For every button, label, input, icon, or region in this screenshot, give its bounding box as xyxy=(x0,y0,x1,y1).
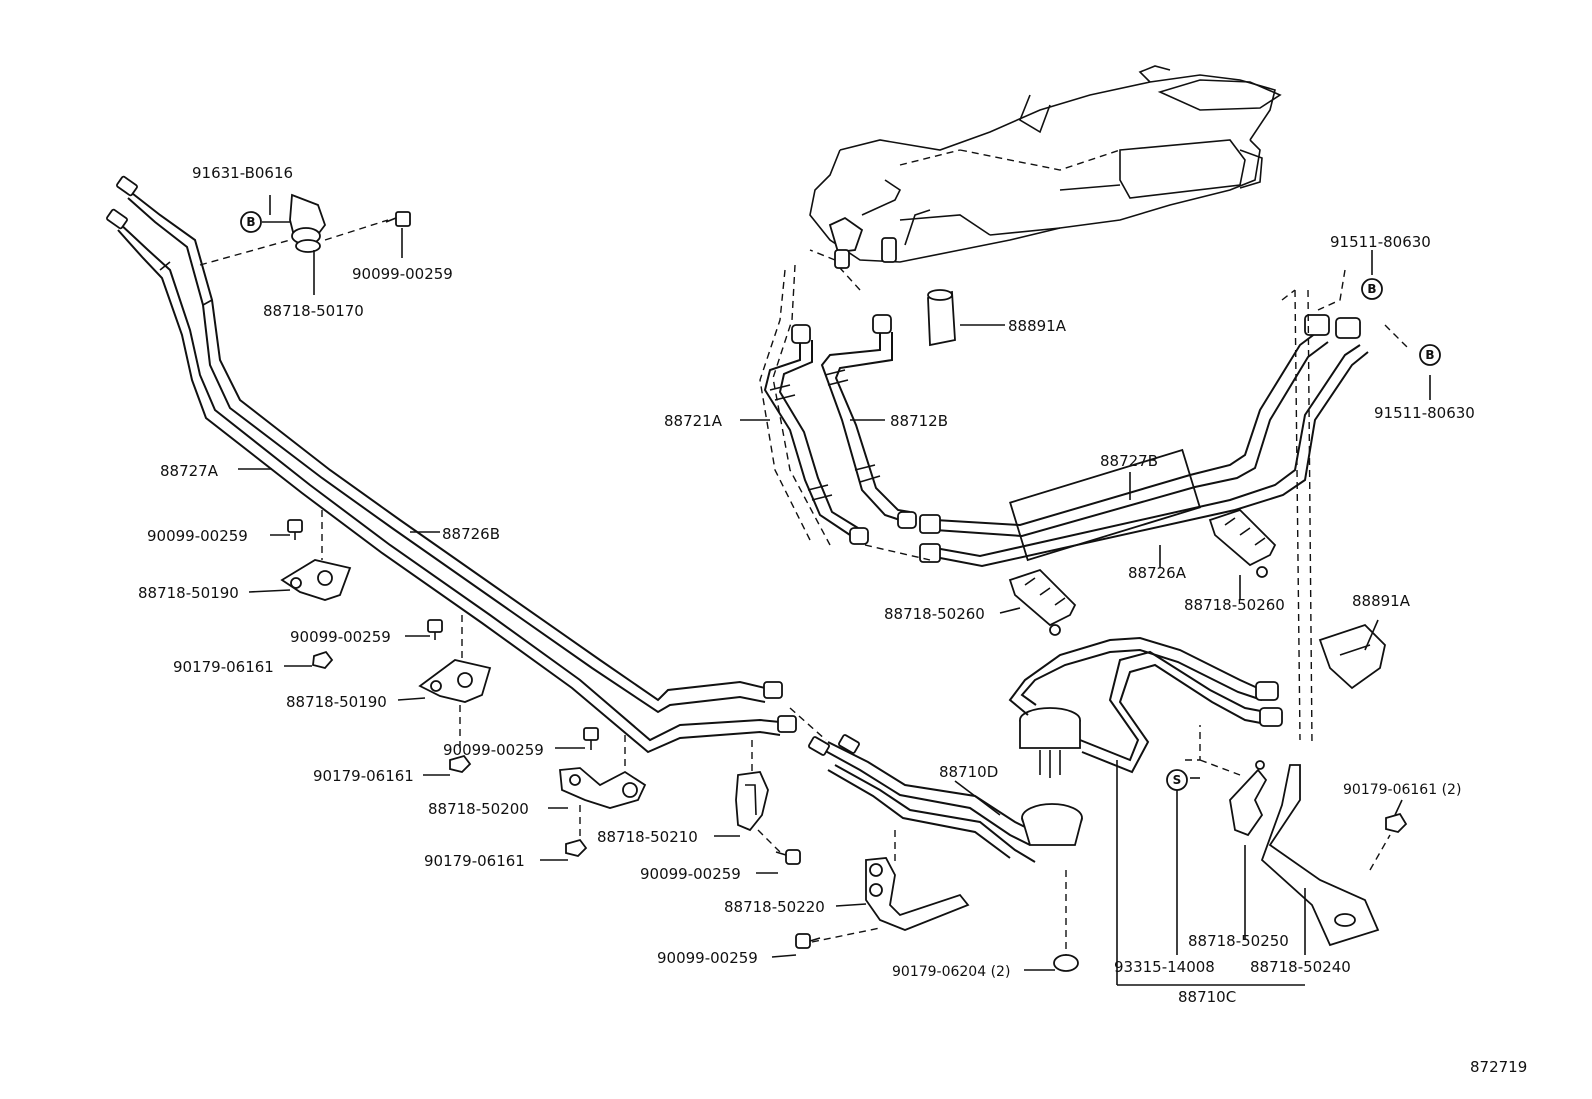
label-90179-06161-c: 90179-06161 xyxy=(424,852,525,870)
badge-b-right-bottom: B xyxy=(1419,344,1441,366)
label-88718-50260-b: 88718-50260 xyxy=(1184,596,1285,614)
pipe-88727B-88726A xyxy=(919,314,1369,568)
clamp-88718-50260-b xyxy=(1208,508,1277,578)
label-88721A: 88721A xyxy=(664,412,723,430)
leader-lines xyxy=(238,195,1431,986)
label-88718-50190-b: 88718-50190 xyxy=(286,693,387,711)
label-88710D: 88710D xyxy=(939,763,998,781)
label-90179-06161-d: 90179-06161 (2) xyxy=(1343,782,1461,798)
bolt-90099-00259-d xyxy=(583,727,599,750)
label-90099-00259-c: 90099-00259 xyxy=(290,628,391,646)
bolt-90099-00259-f xyxy=(795,933,821,949)
clamp-88718-50190-a xyxy=(280,559,352,601)
label-90099-00259-f: 90099-00259 xyxy=(657,949,758,967)
badge-b-left: B xyxy=(240,211,262,233)
clamp-88718-50170 xyxy=(289,193,327,253)
label-90179-06204: 90179-06204 (2) xyxy=(892,964,1010,980)
nut-90179-06161-b xyxy=(449,754,472,773)
label-90099-00259-d: 90099-00259 xyxy=(443,741,544,759)
svg-text:B: B xyxy=(1367,282,1376,296)
label-88891A-right: 88891A xyxy=(1352,592,1411,610)
receiver-unit xyxy=(1019,707,1083,846)
svg-text:B: B xyxy=(246,215,255,229)
label-91631-B0616: 91631-B0616 xyxy=(192,164,293,182)
hose-88712B xyxy=(820,314,917,529)
label-88726A: 88726A xyxy=(1128,564,1187,582)
label-93315-14008: 93315-14008 xyxy=(1114,958,1215,976)
pipe-88710D xyxy=(808,734,1036,863)
clamp-88718-50260-a xyxy=(1008,568,1077,636)
pipe-fitting-mid-upper xyxy=(763,681,783,699)
bolt-90099-00259-e xyxy=(775,849,801,865)
clamp-88718-50200 xyxy=(559,767,647,809)
bolt-90099-00259-b xyxy=(287,519,303,540)
label-88710C: 88710C xyxy=(1178,988,1236,1006)
nut-90179-06161-c xyxy=(565,838,588,857)
sleeve-88891A-right xyxy=(1318,623,1386,690)
engine-assembly xyxy=(809,65,1282,291)
clamp-88718-50210 xyxy=(735,771,769,832)
svg-text:S: S xyxy=(1173,773,1182,787)
label-88718-50220: 88718-50220 xyxy=(724,898,825,916)
bracket-88718-50240 xyxy=(1260,764,1380,947)
label-88718-50240: 88718-50240 xyxy=(1250,958,1351,976)
label-88718-50170: 88718-50170 xyxy=(263,302,364,320)
pipe-fitting-mid-lower xyxy=(777,715,797,733)
label-88718-50210: 88718-50210 xyxy=(597,828,698,846)
label-88727B: 88727B xyxy=(1100,452,1158,470)
svg-text:B: B xyxy=(1425,348,1434,362)
label-90099-00259-e: 90099-00259 xyxy=(640,865,741,883)
pipe-fitting-left-top xyxy=(106,175,138,230)
label-90179-06161-b: 90179-06161 xyxy=(313,767,414,785)
hose-88721A xyxy=(763,324,869,545)
label-90099-00259-a: 90099-00259 xyxy=(352,265,453,283)
label-88891A-top: 88891A xyxy=(1008,317,1067,335)
pipe-88727A-88726B xyxy=(106,175,797,754)
label-91511-80630-b: 91511-80630 xyxy=(1374,404,1475,422)
sleeve-88891A-top xyxy=(927,289,956,347)
label-88718-50250: 88718-50250 xyxy=(1188,932,1289,950)
label-88726B: 88726B xyxy=(442,525,500,543)
guide-lines xyxy=(199,219,1411,955)
label-88718-50260-a: 88718-50260 xyxy=(884,605,985,623)
nut-90179-06204 xyxy=(1053,954,1079,972)
clamp-88718-50220 xyxy=(865,857,970,931)
clamp-88718-50250 xyxy=(1229,760,1268,837)
label-88718-50190-a: 88718-50190 xyxy=(138,584,239,602)
label-88712B: 88712B xyxy=(890,412,948,430)
nut-90179-06161-d xyxy=(1385,812,1408,833)
pipe-88710C-loop xyxy=(1008,636,1283,774)
bolt-90099-00259-a xyxy=(385,211,411,227)
label-91511-80630-a: 91511-80630 xyxy=(1330,233,1431,251)
badge-s: S xyxy=(1166,769,1188,791)
bolt-90099-00259-c xyxy=(427,619,443,640)
label-88727A: 88727A xyxy=(160,462,219,480)
label-90099-00259-b: 90099-00259 xyxy=(147,527,248,545)
part-labels: 91631-B0616 90099-00259 88718-50170 8872… xyxy=(138,164,1527,1076)
clamp-88718-50190-b xyxy=(418,659,492,703)
label-88718-50200: 88718-50200 xyxy=(428,800,529,818)
diagram-number: 872719 xyxy=(1470,1058,1527,1076)
label-90179-06161-a: 90179-06161 xyxy=(173,658,274,676)
badge-b-right-top: B xyxy=(1361,278,1383,300)
nut-90179-06161-a xyxy=(312,650,334,670)
